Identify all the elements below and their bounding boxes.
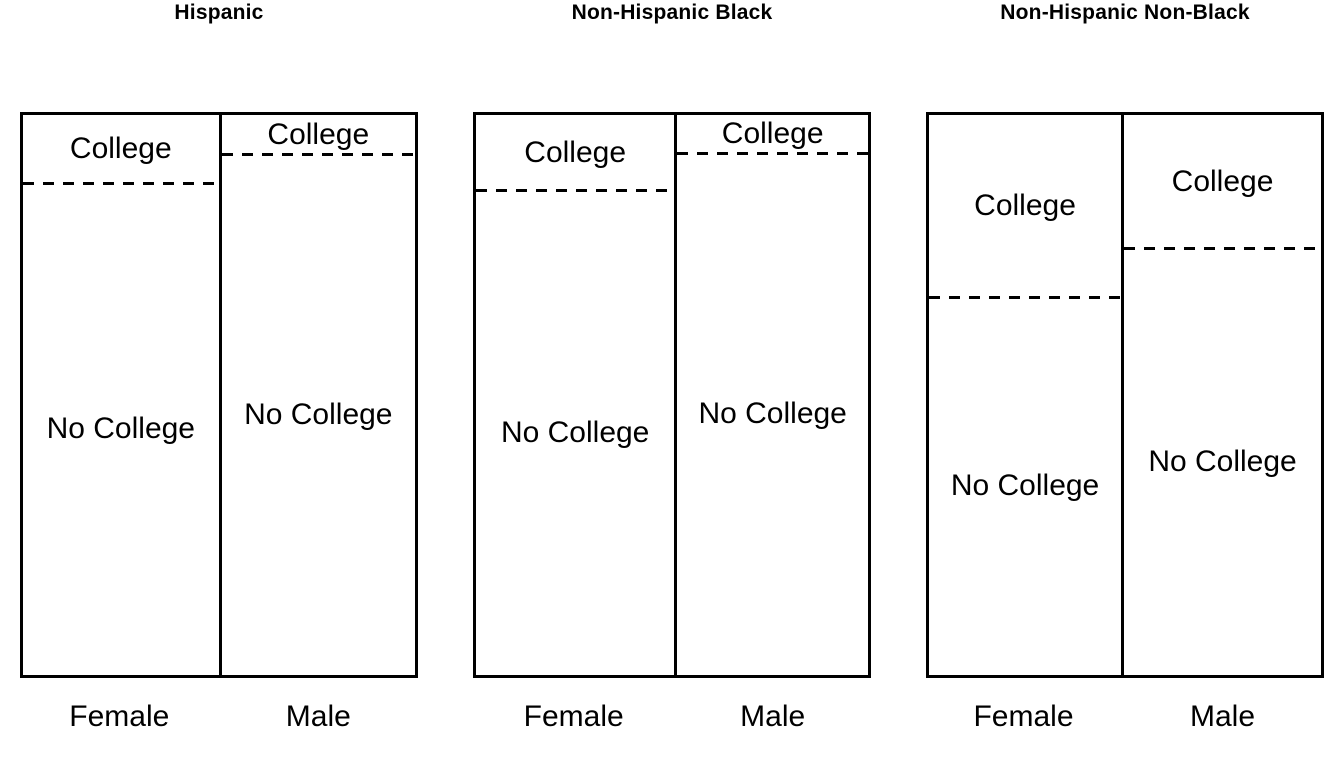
- column-male: College No College: [218, 115, 415, 675]
- dashed-divider-line: [929, 295, 1122, 299]
- column-female: College No College: [476, 115, 675, 675]
- mosaic-box: College No College College No College: [473, 112, 871, 678]
- segment-college: College: [476, 115, 675, 192]
- segment-label-no-college: No College: [950, 469, 1100, 502]
- dashed-divider-line: [476, 188, 675, 192]
- column-male: College No College: [674, 115, 868, 675]
- segment-no-college: No College: [476, 190, 674, 675]
- segment-label-college: College: [267, 117, 370, 151]
- dashed-divider-line: [1124, 247, 1321, 251]
- axis-label-row: Female Male: [926, 695, 1324, 739]
- axis-label-female: Female: [523, 700, 624, 733]
- segment-college: College: [23, 115, 219, 186]
- dashed-divider-line: [23, 182, 219, 186]
- column-male: College No College: [1121, 115, 1321, 675]
- axis-label-row: Female Male: [473, 695, 871, 739]
- axis-label-male: Male: [1189, 700, 1256, 733]
- segment-label-college: College: [524, 135, 627, 169]
- segment-no-college: No College: [222, 155, 415, 675]
- segment-label-no-college: No College: [244, 397, 393, 431]
- segment-label-no-college: No College: [698, 397, 847, 431]
- segment-label-college: College: [69, 132, 172, 166]
- mosaic-box: College No College College No College: [20, 112, 418, 678]
- segment-label-no-college: No College: [500, 415, 650, 449]
- segment-label-no-college: No College: [46, 412, 195, 446]
- axis-label-male: Male: [285, 700, 351, 733]
- segment-college: College: [929, 115, 1122, 299]
- panel-title: Non-Hispanic Non-Black: [1000, 1, 1250, 24]
- column-female: College No College: [929, 115, 1122, 675]
- segment-no-college: No College: [1124, 249, 1321, 675]
- segment-label-college: College: [721, 117, 824, 151]
- dashed-divider-line: [677, 152, 868, 156]
- axis-label-male: Male: [740, 700, 806, 733]
- segment-no-college: No College: [929, 297, 1121, 675]
- segment-college: College: [1124, 115, 1321, 251]
- segment-college: College: [677, 115, 868, 156]
- segment-no-college: No College: [677, 154, 868, 675]
- dashed-divider-line: [221, 153, 415, 157]
- segment-no-college: No College: [23, 184, 219, 675]
- panel-title: Non-Hispanic Black: [571, 1, 773, 24]
- mosaic-box: College No College College No College: [926, 112, 1324, 678]
- axis-label-row: Female Male: [20, 695, 418, 739]
- panel-title: Hispanic: [174, 1, 264, 24]
- segment-college: College: [221, 115, 415, 157]
- segment-label-college: College: [974, 189, 1076, 222]
- column-female: College No College: [23, 115, 219, 675]
- segment-label-college: College: [1171, 164, 1274, 198]
- segment-label-no-college: No College: [1148, 444, 1297, 478]
- axis-label-female: Female: [69, 700, 170, 733]
- axis-label-female: Female: [973, 700, 1074, 733]
